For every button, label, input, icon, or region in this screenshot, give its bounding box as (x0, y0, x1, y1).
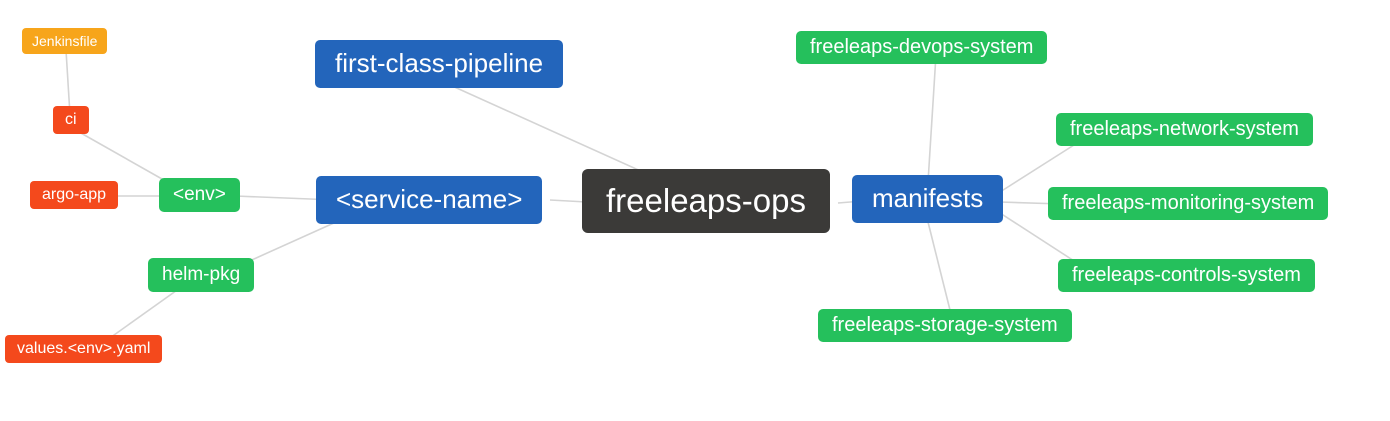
edge-pipeline-ops (449, 84, 666, 183)
edge-manifests-network (999, 137, 1086, 193)
node-freeleaps-ops[interactable]: freeleaps-ops (582, 169, 830, 233)
node-manifests[interactable]: manifests (852, 175, 1004, 223)
node-ci[interactable]: ci (53, 106, 89, 135)
edge-manifests-storage (927, 221, 953, 319)
edge-jenkinsfile-ci (65, 49, 71, 116)
node-network-system[interactable]: freeleaps-network-system (1056, 113, 1313, 146)
node-storage-system[interactable]: freeleaps-storage-system (818, 309, 1072, 342)
node-first-class-pipeline[interactable]: first-class-pipeline (315, 40, 564, 88)
node-argo-app[interactable]: argo-app (30, 181, 119, 210)
node-jenkinsfile[interactable]: Jenkinsfile (22, 28, 108, 55)
node-env[interactable]: <env> (159, 178, 240, 212)
node-devops-system[interactable]: freeleaps-devops-system (796, 31, 1048, 64)
node-helm-pkg[interactable]: helm-pkg (148, 258, 255, 292)
node-values-env-yaml[interactable]: values.<env>.yaml (5, 335, 163, 364)
node-service-name[interactable]: <service-name> (316, 176, 543, 224)
edge-manifests-controls (999, 212, 1086, 269)
edge-manifests-devops (927, 54, 937, 183)
node-monitoring-system[interactable]: freeleaps-monitoring-system (1048, 187, 1329, 220)
node-controls-system[interactable]: freeleaps-controls-system (1058, 259, 1315, 292)
